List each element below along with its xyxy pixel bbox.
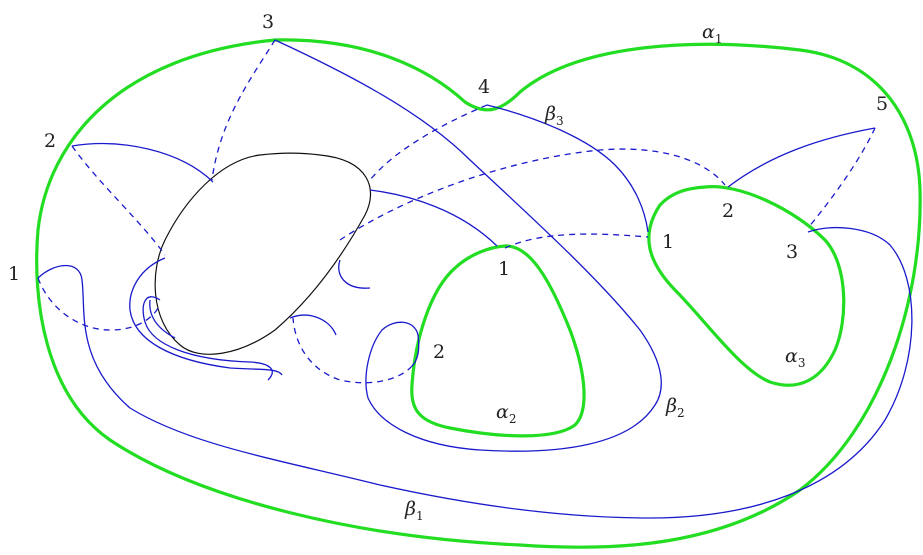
label-beta3: β3 (544, 103, 564, 128)
alpha3-curve (647, 185, 846, 387)
hole-arc-left-1 (129, 257, 283, 376)
hole-arc-lower-small (289, 314, 337, 336)
hole-arc-right-small (338, 259, 371, 289)
hole-arc-left-3 (149, 299, 176, 339)
label-alpha2-2: 2 (433, 341, 445, 363)
left-arc-dashed (71, 145, 166, 256)
hole-arc-right-top (369, 189, 498, 247)
label-alpha2-1: 1 (498, 258, 510, 280)
label-outer-1: 1 (8, 263, 20, 285)
label-outer-3: 3 (262, 11, 274, 33)
central-hole (154, 152, 372, 355)
label-alpha3-2: 2 (722, 200, 734, 222)
label-alpha3-1: 1 (662, 231, 674, 253)
label-alpha2: α2 (496, 401, 516, 426)
label-beta1: β1 (404, 498, 424, 523)
beta1-dashed-segment (37, 277, 161, 331)
label-alpha3-3: 3 (786, 241, 798, 263)
alpha2-to-alpha3-dashed (504, 233, 649, 249)
label-alpha3: α3 (785, 345, 805, 370)
right-arc-dashed (807, 127, 876, 229)
left-arc-upper (71, 143, 214, 183)
label-alpha1: α1 (702, 21, 722, 46)
label-outer-2: 2 (44, 130, 56, 152)
label-outer-4: 4 (478, 76, 490, 98)
label-beta2: β2 (665, 395, 685, 420)
beta3-curve (486, 104, 649, 233)
beta3-dashed-segment (369, 104, 488, 181)
top-arc-dashed (211, 39, 276, 181)
beta1-curve (37, 226, 913, 519)
beta2-dashed-segment (292, 317, 413, 384)
beta2-curve (274, 39, 662, 452)
alpha1-outer-boundary (35, 38, 922, 549)
hole-arc-left-2 (142, 296, 273, 381)
alpha2-curve (410, 244, 586, 438)
right-arc-upper (727, 127, 876, 188)
label-outer-5: 5 (876, 93, 888, 115)
